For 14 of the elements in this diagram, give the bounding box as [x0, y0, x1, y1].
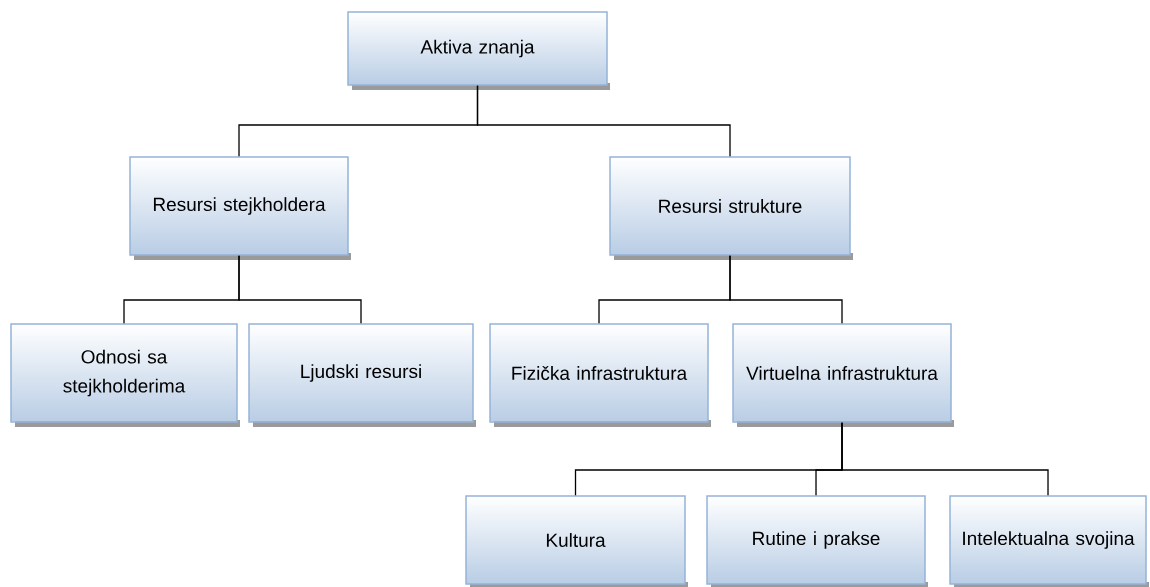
- process-box: Rutine i prakse: [706, 495, 928, 587]
- process-box: Fizička infrastruktura: [489, 323, 711, 427]
- connector-line: [238, 255, 362, 324]
- process-box: Virtuelna infrastruktura: [732, 323, 954, 427]
- process-box: Intelektualna svojina: [949, 495, 1149, 587]
- process-box: Resursi stejkholdera: [129, 156, 351, 260]
- connector-line: [729, 255, 843, 324]
- connector-line: [841, 422, 1049, 496]
- process-box: Odnosi sa stejkholderima: [10, 323, 240, 427]
- process-box: Resursi strukture: [609, 156, 853, 260]
- process-box: Ljudski resursi: [248, 323, 476, 427]
- process-box: Kultura: [465, 495, 688, 587]
- connector-line: [476, 85, 731, 157]
- process-box: Aktiva znanja: [347, 11, 610, 90]
